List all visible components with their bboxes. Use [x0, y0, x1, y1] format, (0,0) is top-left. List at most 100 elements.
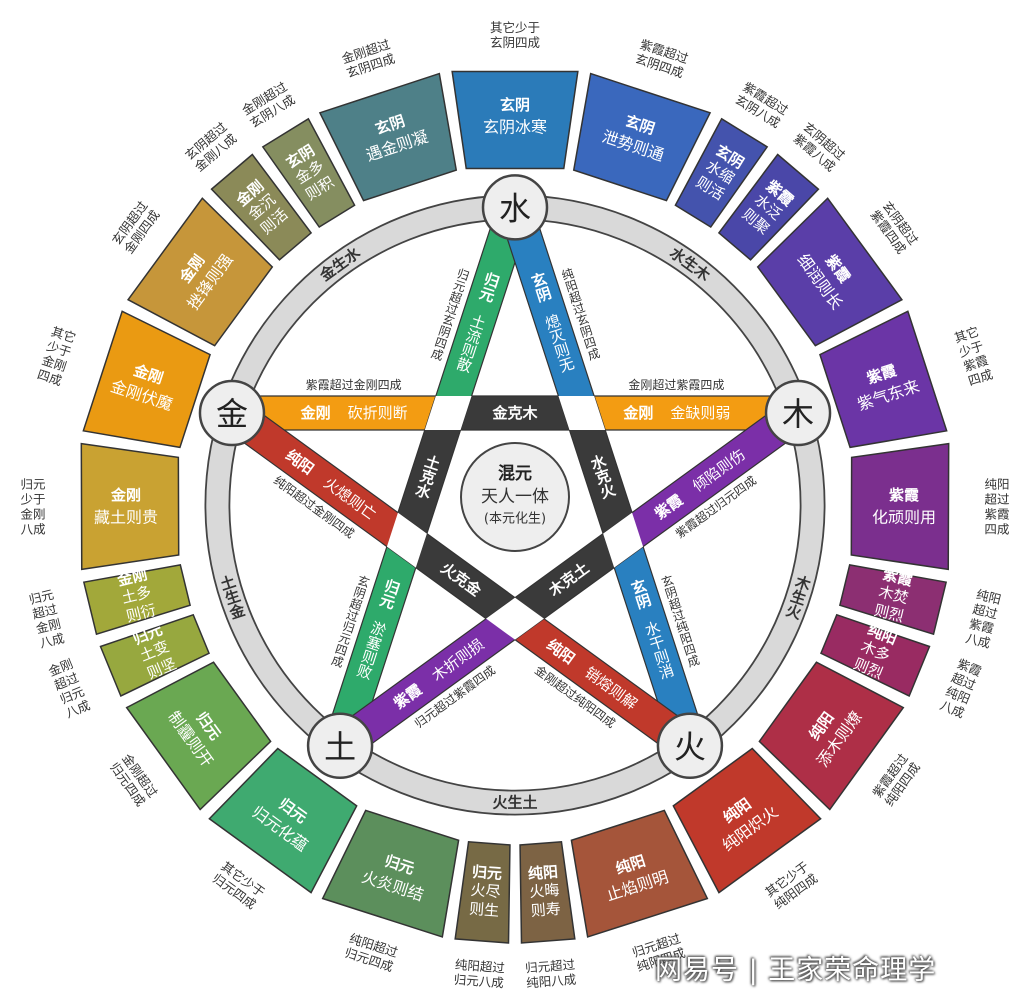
- vertex-circle: [306, 712, 374, 780]
- segment-note-line: 纯阳: [985, 477, 1010, 492]
- segment-body: 化顽则用: [872, 508, 936, 527]
- segment-block: [80, 442, 180, 571]
- segment-title: 纯阳: [527, 863, 558, 883]
- segment-body: 火尽则生: [468, 880, 502, 920]
- center-line1: 天人一体: [481, 487, 549, 507]
- vertex-water: 水: [481, 174, 549, 241]
- star-crossing: [486, 597, 544, 640]
- segment-block: [672, 747, 822, 894]
- segment-block: [125, 661, 272, 811]
- bar-title: 金刚: [300, 404, 331, 422]
- segment-block: [674, 117, 769, 229]
- ring-label-fire_earth: 火生土: [492, 794, 537, 812]
- segment-note-line: 紫霞: [968, 616, 996, 636]
- segment-block: [99, 613, 210, 697]
- segment-block: [820, 613, 931, 697]
- segment-body: 火晦则寿: [528, 880, 562, 920]
- segment-title: 紫霞: [889, 486, 920, 504]
- segment-note-line: 纯阳八成: [526, 972, 577, 991]
- segment-block: [519, 841, 576, 944]
- segment-note-line: 纯阳: [975, 587, 1003, 607]
- vertex-label: 木: [782, 395, 814, 433]
- center-circle: [460, 442, 570, 552]
- segment-block: [819, 310, 948, 449]
- mid-label: 金克木: [491, 404, 538, 422]
- vertex-wood: 木: [764, 379, 832, 447]
- bar-title: 金刚: [622, 404, 653, 422]
- star-crossing: [424, 396, 472, 431]
- segment-note-line: 八成: [21, 522, 46, 537]
- vertex-label: 金: [216, 395, 248, 433]
- star-crossing: [386, 512, 427, 568]
- segment-block: [454, 841, 511, 944]
- segment-block: [210, 153, 313, 261]
- segment-note-line: 少于: [45, 338, 73, 360]
- segment-block: [758, 661, 905, 811]
- segment-body-box: 火晦则寿: [528, 880, 562, 920]
- bar-body: 金缺则弱: [670, 404, 730, 422]
- segment-body-box: 火尽则生: [468, 880, 502, 920]
- pentagram: 金刚砍折则断紫霞超过金刚四成金刚金缺则弱金刚超过紫霞四成金克木归元土流则散归元超…: [221, 201, 809, 761]
- segment-block: [82, 310, 211, 449]
- center-title: 混元: [498, 464, 532, 484]
- segment-title: 归元: [471, 863, 502, 883]
- segment-note-line: 金刚: [34, 616, 62, 636]
- segment-note-line: 玄阴四成: [490, 35, 540, 50]
- bar-label-b: 金刚金缺则弱 金刚超过紫霞四成: [622, 377, 730, 422]
- segment-note-line: 四成: [35, 366, 63, 388]
- segment-note-line: 少于: [20, 492, 45, 507]
- segment-block: [82, 564, 192, 636]
- segment-block: [321, 809, 460, 938]
- segment-block: [838, 564, 948, 636]
- segment-note-line: 其它少于: [490, 20, 540, 35]
- segment-note-line: 超过: [984, 492, 1010, 507]
- segment-note-line: 紫霞: [984, 507, 1009, 522]
- vertex-circle: [656, 712, 724, 780]
- segment-note-line: 其它: [952, 324, 980, 346]
- segment-note-line: 其它: [49, 324, 77, 346]
- segment-block: [208, 747, 358, 894]
- segment-note-line: 超过: [971, 601, 999, 622]
- segment-body: 藏土则贵: [94, 508, 158, 527]
- bar-note: 金刚超过紫霞四成: [628, 377, 724, 392]
- bar-note: 紫霞超过金刚四成: [306, 377, 402, 392]
- segment-title: 金刚: [110, 486, 141, 504]
- bar-label-a: 金刚砍折则断紫霞超过金刚四成: [300, 377, 408, 422]
- segment-note-line: 四成: [984, 522, 1009, 537]
- vertex-earth: 土: [306, 712, 374, 780]
- vertex-label: 火: [674, 728, 706, 766]
- vertex-circle: [764, 379, 832, 447]
- segment-note-line: 纯阳超过: [454, 957, 505, 976]
- vertex-label: 土: [324, 728, 356, 766]
